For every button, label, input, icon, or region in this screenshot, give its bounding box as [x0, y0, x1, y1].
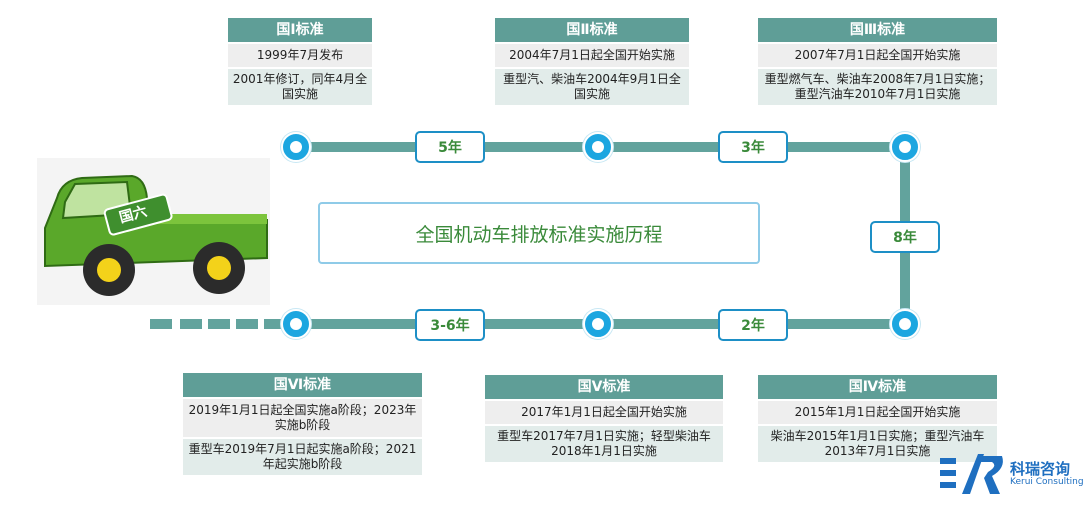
card-row: 2019年1月1日起全国实施a阶段；2023年实施b阶段 — [183, 399, 422, 437]
page-title: 全国机动车排放标准实施历程 — [415, 223, 663, 246]
card-title: 国Ⅳ标准 — [758, 375, 997, 399]
logo-subtitle: Kerui Consulting — [1010, 477, 1084, 487]
card-guo4: 国Ⅳ标准 2015年1月1日起全国开始实施 柴油车2015年1月1日实施；重型汽… — [758, 375, 997, 462]
node-guo1 — [281, 132, 311, 162]
card-row: 柴油车2015年1月1日实施；重型汽油车2013年7月1日实施 — [758, 426, 997, 462]
card-row: 2015年1月1日起全国开始实施 — [758, 401, 997, 424]
gap-label: 5年 — [415, 131, 485, 163]
timeline-dash — [264, 319, 286, 329]
truck-icon — [44, 174, 268, 296]
gap-label: 3年 — [718, 131, 788, 163]
node-guo6 — [281, 309, 311, 339]
timeline-dash — [208, 319, 230, 329]
node-guo5 — [583, 309, 613, 339]
card-title: 国Ⅵ标准 — [183, 373, 422, 397]
card-title: 国Ⅱ标准 — [495, 18, 689, 42]
gap-label: 2年 — [718, 309, 788, 341]
gap-label: 3-6年 — [415, 309, 485, 341]
card-guo5: 国Ⅴ标准 2017年1月1日起全国开始实施 重型车2017年7月1日实施；轻型柴… — [485, 375, 723, 462]
card-guo6: 国Ⅵ标准 2019年1月1日起全国实施a阶段；2023年实施b阶段 重型车201… — [183, 373, 422, 475]
card-guo1: 国Ⅰ标准 1999年7月发布 2001年修订，同年4月全国实施 — [228, 18, 372, 105]
logo-name: 科瑞咨询 — [1010, 460, 1071, 478]
node-guo2 — [583, 132, 613, 162]
kerui-logo-icon — [940, 454, 1003, 494]
card-title: 国Ⅲ标准 — [758, 18, 997, 42]
title-banner: 全国机动车排放标准实施历程 — [318, 202, 760, 264]
card-row: 重型燃气车、柴油车2008年7月1日实施；重型汽油车2010年7月1日实施 — [758, 69, 997, 105]
card-guo3: 国Ⅲ标准 2007年7月1日起全国开始实施 重型燃气车、柴油车2008年7月1日… — [758, 18, 997, 105]
gap-label: 8年 — [870, 221, 940, 253]
timeline-dash — [180, 319, 202, 329]
card-guo2: 国Ⅱ标准 2004年7月1日起全国开始实施 重型汽、柴油车2004年9月1日全国… — [495, 18, 689, 105]
node-guo3 — [890, 132, 920, 162]
card-row: 重型车2019年7月1日起实施a阶段；2021年起实施b阶段 — [183, 439, 422, 475]
card-row: 2007年7月1日起全国开始实施 — [758, 44, 997, 67]
timeline-dash — [150, 319, 172, 329]
card-row: 重型车2017年7月1日实施；轻型柴油车2018年1月1日实施 — [485, 426, 723, 462]
truck-illustration: 国六 — [37, 158, 270, 305]
card-row: 2001年修订，同年4月全国实施 — [228, 69, 372, 105]
node-guo4 — [890, 309, 920, 339]
card-row: 2017年1月1日起全国开始实施 — [485, 401, 723, 424]
card-row: 1999年7月发布 — [228, 44, 372, 67]
timeline-dash — [236, 319, 258, 329]
card-row: 2004年7月1日起全国开始实施 — [495, 44, 689, 67]
card-row: 重型汽、柴油车2004年9月1日全国实施 — [495, 69, 689, 105]
card-title: 国Ⅰ标准 — [228, 18, 372, 42]
card-title: 国Ⅴ标准 — [485, 375, 723, 399]
